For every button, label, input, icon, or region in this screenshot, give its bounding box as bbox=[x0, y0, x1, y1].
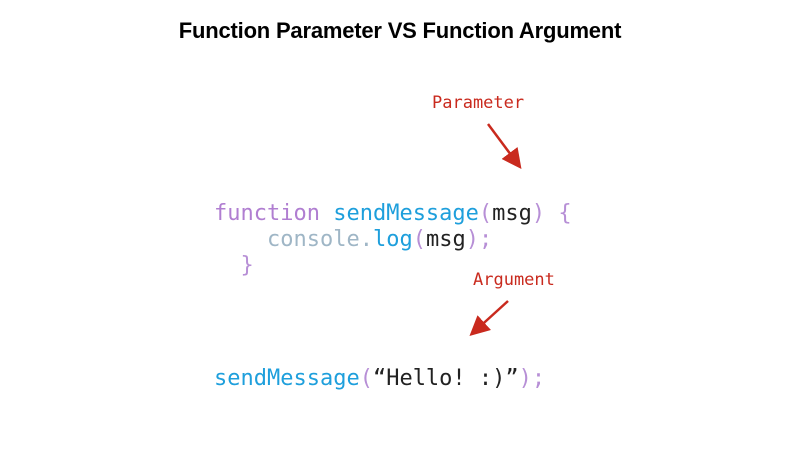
function-name: sendMessage bbox=[333, 201, 479, 226]
dot: . bbox=[359, 227, 373, 252]
log-close-paren: ) bbox=[465, 227, 479, 252]
code-line-1: function sendMessage(msg) { bbox=[214, 201, 572, 226]
parameter-msg: msg bbox=[492, 201, 532, 226]
semicolon: ; bbox=[478, 227, 493, 252]
console-object: console bbox=[266, 227, 360, 252]
log-open-paren: ( bbox=[412, 227, 426, 252]
code-line-2: console.log(msg); bbox=[214, 227, 492, 252]
argument-annotation: Argument bbox=[473, 270, 555, 290]
call-close-paren: ) bbox=[518, 366, 532, 391]
log-arg-msg: msg bbox=[425, 227, 466, 252]
log-method: log bbox=[372, 227, 413, 252]
code-line-3: } bbox=[214, 253, 254, 278]
argument-arrow bbox=[469, 300, 509, 337]
argument-string: “Hello! :)” bbox=[372, 366, 519, 391]
call-open-paren: ( bbox=[359, 366, 373, 391]
open-paren: ( bbox=[478, 201, 493, 226]
function-definition-code: function sendMessage(msg) { console.log(… bbox=[214, 175, 572, 279]
call-semicolon: ; bbox=[531, 366, 546, 391]
function-keyword: function bbox=[214, 201, 320, 226]
page-title: Function Parameter VS Function Argument bbox=[178, 18, 622, 43]
open-brace: { bbox=[558, 201, 572, 226]
function-call-code: sendMessage(“Hello! :)”); bbox=[214, 340, 545, 392]
parameter-arrow bbox=[486, 123, 522, 170]
close-brace: } bbox=[240, 253, 254, 278]
close-paren: ) bbox=[531, 201, 546, 226]
call-function-name: sendMessage bbox=[214, 366, 360, 391]
parameter-annotation: Parameter bbox=[432, 93, 525, 113]
